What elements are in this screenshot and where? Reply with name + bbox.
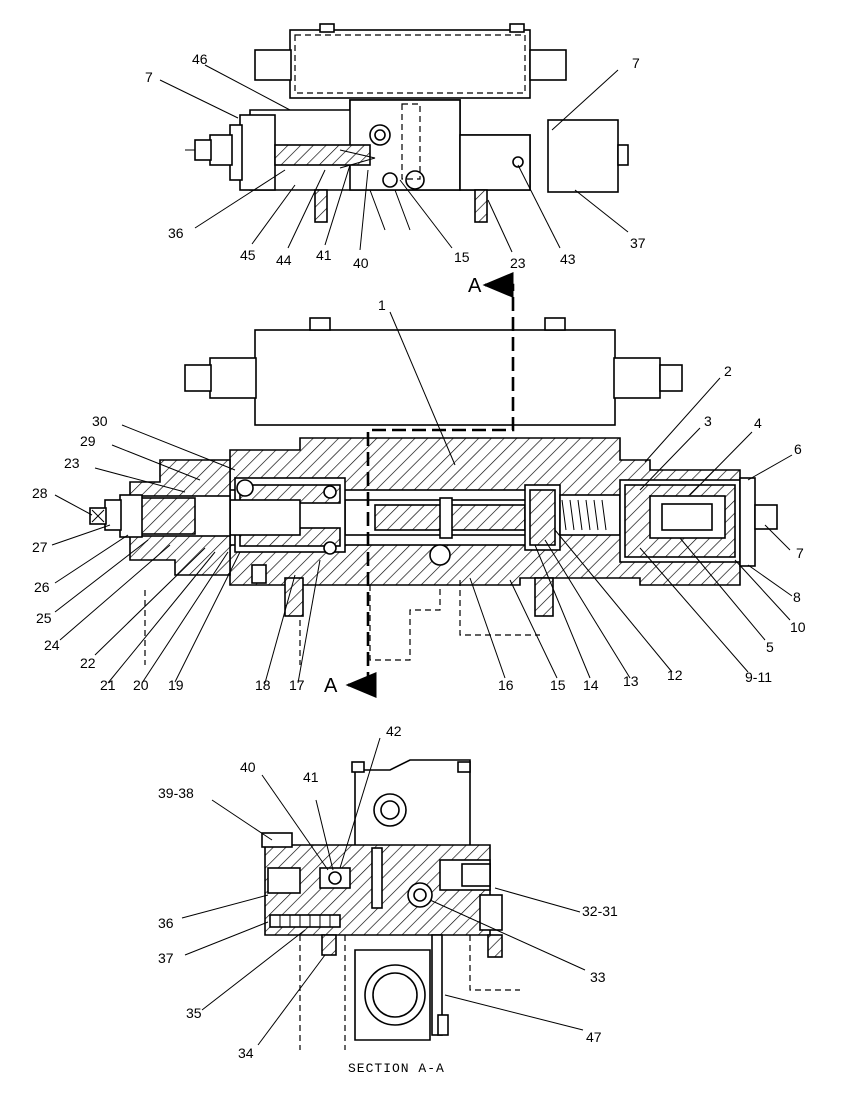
- callout: 3: [704, 413, 712, 429]
- callout: 22: [80, 655, 96, 671]
- callout: 47: [586, 1029, 602, 1045]
- callout: 28: [32, 485, 48, 501]
- section-view-callouts: 42 40 41 39-38 36 37 35 34 32-31 33 47: [158, 723, 618, 1061]
- callout: 1: [378, 297, 386, 313]
- callout: 30: [92, 413, 108, 429]
- callout: 16: [498, 677, 514, 693]
- callout: 19: [168, 677, 184, 693]
- callout: 7: [796, 545, 804, 561]
- callout: 41: [303, 769, 319, 785]
- callout: 14: [583, 677, 599, 693]
- callout: 15: [550, 677, 566, 693]
- section-marker: A: [468, 275, 482, 297]
- callout: 12: [667, 667, 683, 683]
- callout: 37: [158, 950, 174, 966]
- side-solenoid-housing: [254, 329, 616, 426]
- callout: 23: [64, 455, 80, 471]
- callout: 20: [133, 677, 149, 693]
- callout: 29: [80, 433, 96, 449]
- callout: 33: [590, 969, 606, 985]
- callout: 34: [238, 1045, 254, 1061]
- callout: 25: [36, 610, 52, 626]
- section-title: SECTION A-A: [348, 1061, 445, 1076]
- callout: 18: [255, 677, 271, 693]
- callout: 46: [192, 51, 208, 67]
- callout: 4: [754, 415, 762, 431]
- callout: 39-38: [158, 785, 194, 801]
- side-view-callouts: 1 2 3 4 6 30 29 23 28 27 26 25 24 22 21 …: [32, 297, 806, 693]
- callout: 5: [766, 639, 774, 655]
- callout: 24: [44, 637, 60, 653]
- callout: 2: [724, 363, 732, 379]
- callout: 9-11: [745, 669, 772, 685]
- callout: 36: [168, 225, 184, 241]
- top-view-callouts: 7 46 7 36 45 44 41 40 15 23 43 37: [145, 51, 646, 271]
- top-solenoid-housing: [289, 29, 531, 99]
- callout: 21: [100, 677, 116, 693]
- top-view: [159, 23, 629, 253]
- callout: 15: [454, 249, 470, 265]
- callout: 41: [316, 247, 332, 263]
- side-view: [51, 272, 793, 698]
- callout: 42: [386, 723, 402, 739]
- callout: 44: [276, 252, 292, 268]
- callout: 27: [32, 539, 48, 555]
- callout: 10: [790, 619, 806, 635]
- callout: 40: [353, 255, 369, 271]
- callout: 6: [794, 441, 802, 457]
- callout: 37: [630, 235, 646, 251]
- callout: 7: [632, 55, 640, 71]
- callout: 13: [623, 673, 639, 689]
- callout: 32-31: [582, 903, 618, 919]
- callout: 35: [186, 1005, 202, 1021]
- callout: 7: [145, 69, 153, 85]
- callout: 23: [510, 255, 526, 271]
- callout: 45: [240, 247, 256, 263]
- callout: 40: [240, 759, 256, 775]
- section-marker: A: [324, 675, 338, 697]
- callout: 26: [34, 579, 50, 595]
- callout: 17: [289, 677, 305, 693]
- callout: 36: [158, 915, 174, 931]
- callout: 8: [793, 589, 801, 605]
- section-view: [181, 737, 586, 1050]
- callout: 43: [560, 251, 576, 267]
